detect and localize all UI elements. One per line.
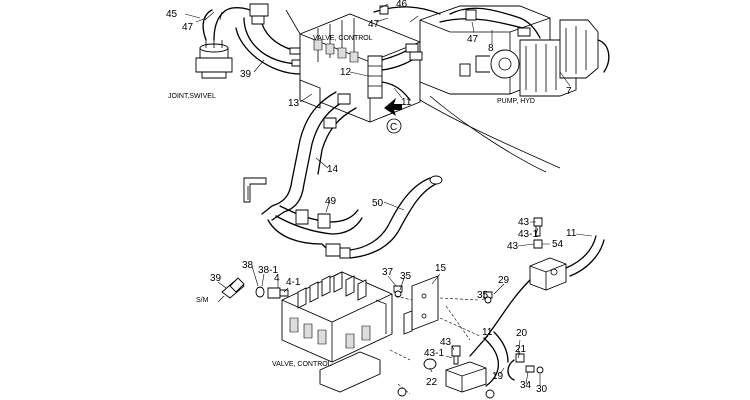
callout-39: 39 xyxy=(210,273,222,284)
callout-54: 54 xyxy=(552,239,564,250)
fitting-39 xyxy=(217,277,245,303)
view-arrow-c: C xyxy=(384,98,402,134)
dashed-leaders-2 xyxy=(389,349,411,395)
callout-49: 49 xyxy=(325,196,337,207)
bracket-15 xyxy=(403,275,439,335)
block-54 xyxy=(529,257,567,291)
callout-35: 35 xyxy=(477,290,489,301)
callout-12: 12 xyxy=(340,67,352,78)
callout-29: 29 xyxy=(498,275,510,286)
bolt-29-35 xyxy=(483,291,493,304)
manifold-block-12 xyxy=(367,43,423,101)
callout-39: 39 xyxy=(240,69,252,80)
washer-bottom-2 xyxy=(485,389,495,399)
callout-43-1: 43-1 xyxy=(518,229,538,240)
callout-50: 50 xyxy=(372,198,384,209)
swivel-joint-assembly xyxy=(195,7,233,79)
callout-43-1: 43-1 xyxy=(424,348,444,359)
callout-11: 11 xyxy=(566,228,577,239)
washer-bottom xyxy=(397,387,407,397)
callout-11: 11 xyxy=(482,327,493,338)
fitting-43-bottom xyxy=(451,345,461,365)
callout-numbers: 45 47 39 46 47 47 8 7 12 13 11 14 49 50 … xyxy=(166,0,577,395)
elbow-fitting-43-top xyxy=(533,217,543,249)
callout-43: 43 xyxy=(507,241,519,252)
callout-43: 43 xyxy=(440,337,452,348)
caption-valve-control-top: VALVE, CONTROL xyxy=(313,35,373,42)
callout-20: 20 xyxy=(516,328,528,339)
hose-group-top-right xyxy=(373,5,541,39)
callout-46: 46 xyxy=(396,0,408,10)
callout-19: 19 xyxy=(492,371,504,382)
callout-leaders xyxy=(184,3,593,386)
o-ring-22 xyxy=(423,358,437,370)
pipe-clamp-bracket xyxy=(243,177,267,203)
frame-outline-line xyxy=(419,99,561,169)
callout-34: 34 xyxy=(520,380,532,391)
callout-38: 38 xyxy=(242,260,254,271)
block-bottom-right xyxy=(445,331,509,393)
callout-14: 14 xyxy=(327,164,339,175)
pipe-49 xyxy=(267,205,363,253)
callout-38-1: 38-1 xyxy=(258,265,278,276)
callout-4: 4 xyxy=(274,273,280,284)
callout-8: 8 xyxy=(488,43,494,54)
hydraulic-pump xyxy=(419,5,610,97)
bolt-37-35 xyxy=(393,285,403,298)
fitting-4 xyxy=(267,287,289,299)
caption-pump-hyd: PUMP, HYD xyxy=(497,98,535,105)
callout-21: 21 xyxy=(515,344,527,355)
caption-valve-control-bottom: VALVE, CONTROL xyxy=(272,361,332,368)
callout-47: 47 xyxy=(368,19,380,30)
frame-outline-line-2 xyxy=(429,95,547,173)
view-marker-c: C xyxy=(390,122,397,133)
pipe-14 xyxy=(261,91,357,221)
callout-7: 7 xyxy=(566,86,572,97)
fittings-19-20-21 xyxy=(507,353,544,381)
callout-43: 43 xyxy=(518,217,530,228)
callout-22: 22 xyxy=(426,377,438,388)
control-valve-bottom xyxy=(281,271,393,393)
callout-11: 11 xyxy=(401,97,412,108)
callout-35: 35 xyxy=(400,271,412,282)
callout-45: 45 xyxy=(166,9,178,20)
callout-4-1: 4-1 xyxy=(286,277,301,288)
callout-13: 13 xyxy=(288,98,300,109)
dashed-leaders xyxy=(395,295,481,341)
callout-15: 15 xyxy=(435,263,447,274)
caption-joint-swivel: JOINT,SWIVEL xyxy=(168,93,216,100)
callout-47: 47 xyxy=(182,22,194,33)
o-ring-38-1 xyxy=(255,286,265,298)
hose-group-top-left xyxy=(231,3,303,75)
callout-30: 30 xyxy=(536,384,548,395)
callout-37: 37 xyxy=(382,267,394,278)
caption-sm: S/M xyxy=(196,297,209,304)
callout-47: 47 xyxy=(467,34,479,45)
pipe-50 xyxy=(325,175,443,259)
